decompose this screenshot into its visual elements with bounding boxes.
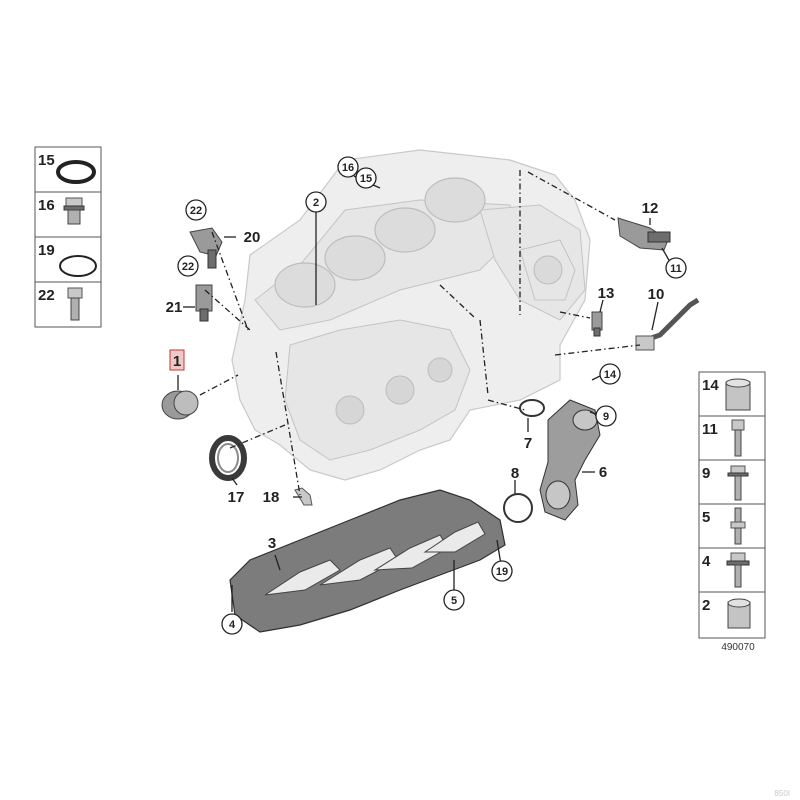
dowel-sleeve-icon — [725, 378, 751, 411]
right-panel-label-11: 11 — [702, 421, 718, 438]
callout-15[interactable]: 15 — [360, 173, 372, 185]
callout-3[interactable]: 3 — [268, 535, 276, 552]
callout-1-highlight — [169, 349, 185, 371]
callout-12[interactable]: 12 — [642, 200, 659, 217]
left-panel-label-15: 15 — [38, 152, 55, 169]
part-13-sensor — [591, 311, 603, 337]
socket-bolt-icon — [731, 419, 745, 457]
callout-19[interactable]: 19 — [496, 566, 508, 578]
seal-ring-icon — [56, 160, 96, 184]
callout-8[interactable]: 8 — [511, 465, 519, 482]
callouts: 1 2 3 4 5 6 7 8 9 10 11 12 13 14 15 16 1… — [166, 156, 687, 635]
socket-screw-icon — [67, 287, 83, 321]
right-panel-label-5: 5 — [702, 509, 710, 526]
part-21-switch — [195, 284, 213, 322]
engine-block — [231, 149, 591, 481]
o-ring-icon — [59, 255, 97, 277]
cylinder-bore-4 — [424, 177, 486, 223]
part-20-sensor — [189, 227, 223, 269]
part-8-o-ring — [503, 493, 533, 523]
callout-11[interactable]: 11 — [670, 263, 682, 275]
cylinder-bore-2 — [324, 235, 386, 281]
callout-6[interactable]: 6 — [599, 464, 607, 481]
callout-20[interactable]: 20 — [244, 229, 261, 246]
sleeve-icon — [727, 598, 751, 629]
reference-number: 490070 — [721, 642, 755, 653]
left-panel-label-22: 22 — [38, 287, 55, 304]
callout-5[interactable]: 5 — [451, 595, 457, 607]
callout-22b[interactable]: 22 — [182, 261, 194, 273]
part-6-housing — [539, 399, 601, 521]
callout-14[interactable]: 14 — [604, 369, 617, 381]
cylinder-bore-1 — [274, 262, 336, 308]
part-17-radial-seal — [209, 435, 247, 481]
callout-9[interactable]: 9 — [603, 411, 609, 423]
callout-18[interactable]: 18 — [263, 489, 280, 506]
right-panel-label-9: 9 — [702, 465, 710, 482]
right-parts-panel: 14 11 9 5 4 2 — [698, 371, 766, 639]
callout-22a[interactable]: 22 — [190, 205, 202, 217]
part-1-plug — [161, 390, 199, 420]
watermark: 850I — [774, 789, 790, 798]
right-panel-label-14: 14 — [702, 377, 719, 394]
hex-bolt-icon — [727, 465, 749, 501]
part-12-sensor — [617, 217, 671, 251]
callout-1[interactable]: 1 — [173, 353, 181, 370]
callout-16[interactable]: 16 — [342, 162, 354, 174]
callout-21[interactable]: 21 — [166, 299, 183, 316]
plug-screw-icon — [63, 197, 85, 225]
left-panel-label-19: 19 — [38, 242, 55, 259]
left-panel-label-16: 16 — [38, 197, 55, 214]
right-panel-label-4: 4 — [702, 553, 711, 570]
stud-bolt-icon — [730, 507, 746, 545]
callout-10[interactable]: 10 — [648, 286, 665, 303]
callout-4[interactable]: 4 — [229, 619, 236, 631]
right-panel-label-2: 2 — [702, 597, 710, 614]
part-18-pin — [294, 487, 313, 506]
callout-2[interactable]: 2 — [313, 197, 319, 209]
callout-13[interactable]: 13 — [598, 285, 615, 302]
callout-7[interactable]: 7 — [524, 435, 532, 452]
oil-pan-gasket — [229, 489, 506, 633]
collar-bolt-icon — [726, 552, 750, 588]
part-7-o-ring — [519, 399, 545, 417]
left-parts-panel: 15 16 19 22 — [34, 146, 102, 328]
cylinder-bore-3 — [374, 207, 436, 253]
callout-17[interactable]: 17 — [228, 489, 245, 506]
part-10-line — [635, 297, 700, 351]
